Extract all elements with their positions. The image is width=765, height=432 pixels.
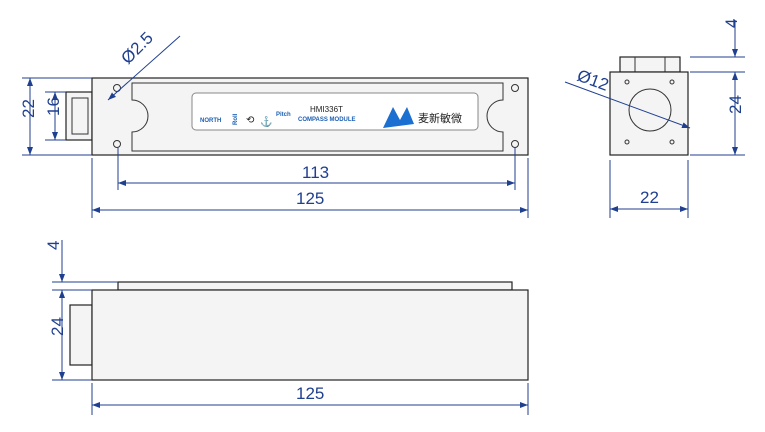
dim-side-height: 24: [48, 317, 67, 336]
side-view-dimensions: 4 24 125: [44, 240, 529, 415]
model-text: HMI336T: [310, 105, 343, 114]
dim-end-height: 24: [726, 95, 745, 114]
dim-hole-spacing: 113: [302, 163, 329, 182]
end-view: [609, 56, 689, 156]
mount-hole: [511, 84, 519, 92]
roll-text: Roll: [233, 113, 239, 125]
pitch-icon: ⚓: [260, 115, 272, 128]
product-text: COMPASS MODULE: [298, 117, 356, 123]
dim-side-length: 125: [296, 384, 324, 403]
brand-text: 麦新敏微: [418, 111, 462, 125]
dim-end-dia: Ø12: [575, 66, 612, 95]
side-view: [69, 281, 529, 381]
brand-logo: [383, 107, 414, 128]
connector-circle: [628, 88, 672, 132]
dim-connector-height: 16: [44, 97, 63, 116]
end-body: [609, 71, 689, 156]
side-body: [91, 289, 529, 381]
pitch-text: Pitch: [276, 112, 291, 118]
dim-side-top: 4: [44, 241, 63, 250]
roll-icon: ⟲: [246, 115, 255, 126]
mount-hole: [113, 140, 121, 148]
side-connector: [69, 304, 93, 366]
inner-panel: [131, 82, 504, 152]
top-view: NORTH Roll ⟲ ⚓ Pitch HMI336T COMPASS MOD…: [65, 77, 529, 156]
dim-top-length: 125: [296, 189, 324, 208]
dim-top-height: 22: [19, 99, 38, 118]
dim-end-width: 22: [640, 188, 659, 207]
dim-end-top: 4: [722, 19, 741, 28]
mount-hole: [511, 140, 519, 148]
north-text: NORTH: [200, 118, 221, 124]
